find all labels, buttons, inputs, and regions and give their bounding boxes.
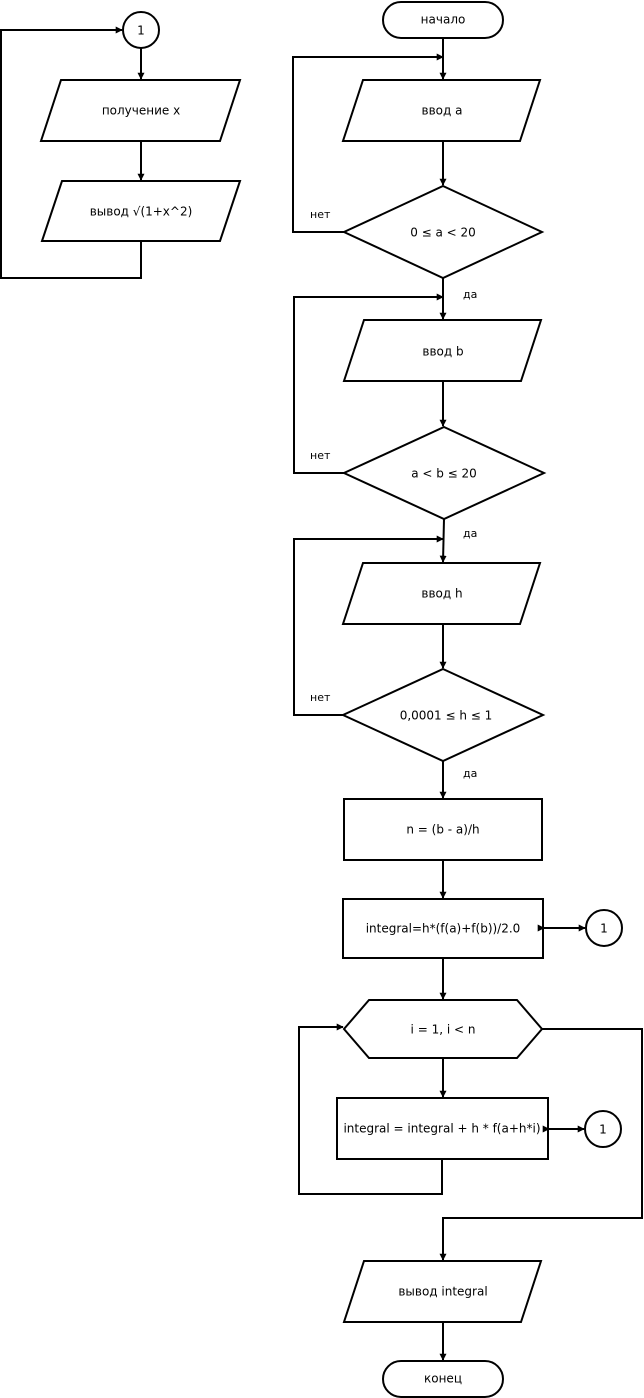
loop-header-label: i = 1, i < n [411,1023,476,1037]
decision-a: 0 ≤ a < 20 [341,184,545,280]
subroutine-connector: 1 [122,11,160,49]
edge-decision-b-no [293,293,444,474]
branch-label-no-b: нет [310,449,331,462]
subroutine-input: получение x [39,79,242,142]
input-h-label: ввод h [421,587,462,601]
output-integral-label: вывод integral [398,1285,487,1299]
process-n-label: n = (b - a)/h [406,823,479,837]
process-integral-step: integral = integral + h * f(a+h*i) [336,1097,549,1160]
decision-h-label: 0,0001 ≤ h ≤ 1 [400,709,493,723]
edge-loop-exit [439,1028,643,1261]
decision-a-label: 0 ≤ a < 20 [410,226,476,240]
branch-label-no-a: нет [310,208,331,221]
subroutine-connector-label: 1 [137,24,145,38]
decision-b: a < b ≤ 20 [341,425,547,521]
connector-init: 1 [585,909,623,947]
edge-step-loop-back [298,1023,443,1195]
edge-decision-h-no [293,535,444,716]
branch-label-yes-h: да [463,767,477,780]
process-integral-init-label: integral=h*(f(a)+f(b))/2.0 [366,922,521,936]
branch-label-yes-a: да [463,288,477,301]
subroutine-output-label: вывод √(1+x^2) [90,205,193,219]
loop-header: i = 1, i < n [342,999,544,1059]
start-label: начало [421,13,466,27]
end-terminal: конец [382,1360,504,1398]
input-a-label: ввод a [422,104,463,118]
subroutine-output: вывод √(1+x^2) [40,180,242,242]
decision-h: 0,0001 ≤ h ≤ 1 [340,667,546,763]
edge-subroutine-loop [0,26,142,279]
start-terminal: начало [382,1,504,39]
connector-step: 1 [584,1110,622,1148]
edge-decision-a-no [292,53,444,233]
input-a: ввод a [341,79,542,142]
end-label: конец [424,1372,462,1386]
process-integral-step-label: integral = integral + h * f(a+h*i) [343,1122,540,1136]
subroutine-input-label: получение x [102,104,180,118]
input-b-label: ввод b [422,345,463,359]
branch-label-no-h: нет [310,691,331,704]
edge-decision-b-yes [439,518,447,563]
input-h: ввод h [341,562,542,625]
process-n: n = (b - a)/h [343,798,543,861]
output-integral: вывод integral [342,1260,543,1323]
connector-step-label: 1 [599,1123,607,1137]
branch-label-yes-b: да [463,527,477,540]
decision-b-label: a < b ≤ 20 [411,467,477,481]
process-integral-init: integral=h*(f(a)+f(b))/2.0 [342,898,544,959]
connector-init-label: 1 [600,922,608,936]
input-b: ввод b [342,319,543,382]
